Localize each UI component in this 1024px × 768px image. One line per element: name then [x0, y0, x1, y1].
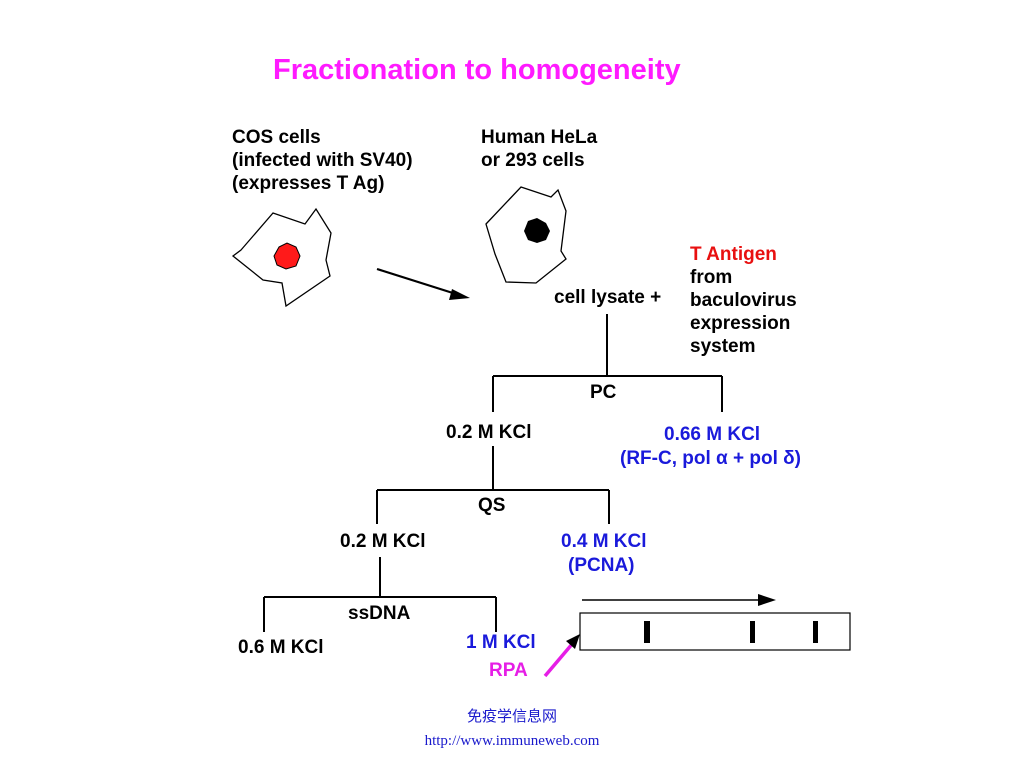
ssdna-left-fraction: 0.6 M KCl: [238, 637, 324, 658]
cos-cells-label-line-2: (infected with SV40): [232, 150, 413, 171]
transfer-arrow-head: [449, 289, 470, 300]
rpa-arrow: [543, 641, 575, 678]
cell-lysate-label: cell lysate +: [554, 287, 662, 308]
slide-title: Fractionation to homogeneity: [273, 54, 681, 86]
band-marker-1: [644, 621, 650, 643]
transfer-arrow: [376, 267, 457, 296]
hela-cell-nucleus: [524, 218, 550, 243]
footer-site-name: 免疫学信息网: [466, 709, 557, 725]
pc-left-fraction: 0.2 M KCl: [446, 422, 532, 443]
qs-right-fraction: 0.4 M KCl: [561, 531, 647, 552]
cos-cells-label-line-1: COS cells: [232, 127, 321, 148]
pc-column-label: PC: [590, 382, 617, 403]
ssdna-right-contents: RPA: [489, 660, 528, 681]
qs-branch: [376, 489, 610, 524]
band-marker-3: [813, 621, 818, 643]
direction-arrow-head: [758, 594, 776, 606]
qs-right-contents: (PCNA): [568, 555, 635, 576]
cos-cells-label-line-3: (expresses T Ag): [232, 173, 385, 194]
t-antigen-source-line-3: expression: [690, 313, 791, 334]
t-antigen-label: T Antigen: [690, 244, 777, 265]
pc-right-contents: (RF-C, pol α + pol δ): [620, 448, 801, 469]
band-marker-2: [750, 621, 755, 643]
qs-left-fraction: 0.2 M KCl: [340, 531, 426, 552]
t-antigen-source-line-2: baculovirus: [690, 290, 797, 311]
t-antigen-source-line-1: from: [690, 267, 733, 288]
rpa-arrow-head: [566, 634, 580, 649]
hela-cells-label-line-2: or 293 cells: [481, 150, 585, 171]
footer-url[interactable]: http://www.immuneweb.com: [424, 733, 600, 749]
ssdna-column-label: ssDNA: [348, 603, 411, 624]
assay-box: [579, 612, 851, 651]
qs-column-label: QS: [478, 495, 506, 516]
hela-cells-label-line-1: Human HeLa: [481, 127, 598, 148]
cos-cell-nucleus: [273, 242, 301, 270]
t-antigen-source-line-4: system: [690, 336, 756, 357]
pc-right-fraction: 0.66 M KCl: [664, 424, 761, 445]
ssdna-right-fraction: 1 M KCl: [466, 632, 536, 653]
pc-branch: [492, 375, 723, 412]
ssdna-branch: [263, 596, 497, 632]
